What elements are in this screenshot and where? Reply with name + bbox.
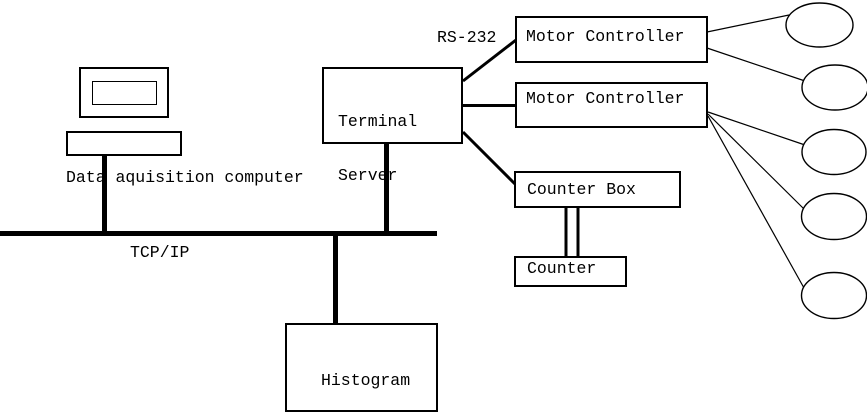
motor-m4-label: M4: [824, 207, 844, 226]
counter-box-box: [514, 171, 681, 208]
terminal-server-label: Terminal Server: [338, 77, 417, 221]
counter-label: Counter: [527, 259, 597, 278]
computer-label: Data aquisition computer: [66, 168, 304, 187]
motorcontroller2-to-m4-line: [707, 113, 805, 210]
motor-controller-top-box: [515, 16, 708, 63]
computer-keyboard-icon: [66, 131, 182, 156]
motorcontroller2-to-m3-line: [707, 111, 806, 146]
histogram-memory-box: [285, 323, 438, 412]
counter-box-label: Counter Box: [527, 180, 636, 199]
terminal-server-box: [322, 67, 463, 144]
terminal-server-label-line2: Server: [338, 166, 398, 185]
histogram-memory-label-line1: Histogram: [321, 371, 411, 390]
motorcontroller1-to-m2-line: [706, 47, 806, 82]
motor-m5-label: M5: [824, 286, 844, 305]
counter-box: [514, 256, 627, 287]
terminal-server-label-line1: Terminal: [338, 112, 418, 131]
motor-controller-top-label: Motor Controller: [526, 27, 685, 46]
histogram-memory-label: Histogram Memory: [321, 336, 410, 414]
motorcontroller2-to-m5-line: [707, 115, 805, 289]
motor-m2-label: M2: [825, 78, 845, 97]
motor-controller-bottom-label: Motor Controller: [526, 89, 685, 108]
motor-m3-label: M3: [824, 143, 844, 162]
motor-m1-label: M1: [812, 16, 832, 35]
tcpip-label: TCP/IP: [130, 243, 190, 262]
computer-screen-icon: [92, 81, 157, 105]
motor-controller-bottom-box: [515, 82, 708, 128]
motorcontroller1-to-m1-line: [706, 14, 790, 33]
rs232-label: RS-232: [437, 28, 497, 47]
terminal-to-counterbox-line: [461, 130, 517, 186]
